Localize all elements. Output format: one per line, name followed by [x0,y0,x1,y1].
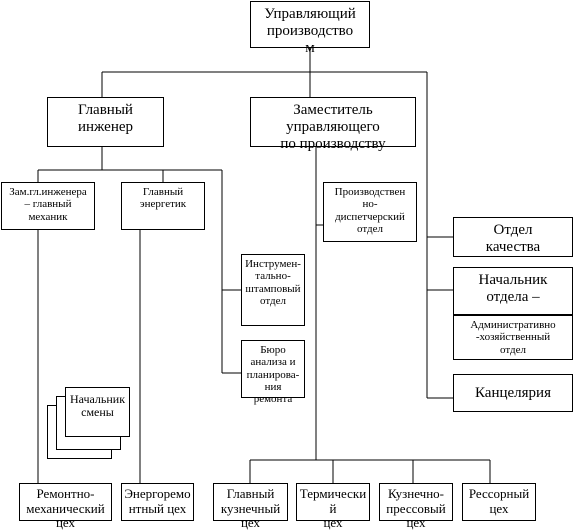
node-deputy-chief-mechanic: Зам.гл.инженера – главный механик [1,182,95,230]
node-forge-press-shop: Кузнечно- прессовый цех [379,483,453,530]
node-tool-stamping-dept: Инструмен- тально- штамповый отдел [241,254,305,326]
node-chancellery: Канцелярия [453,374,573,412]
node-production-dispatch-dept: Производствен но- диспетчерский отдел [323,182,417,242]
node-chief-engineer: Главный инженер [47,97,164,147]
node-repair-mechanical-shop: Ремонтно- механический цех [19,483,112,530]
node-repair-planning-bureau: Бюро анализа и планирова- ния ремонта [241,340,305,405]
node-admin-household-dept: Административно -хозяйственный отдел [453,315,573,360]
node-deputy-director: Заместитель управляющего по производству [250,97,416,152]
node-director: Управляющий производство м [250,1,370,56]
node-shift-head: Начальник смены [65,387,130,437]
node-quality-dept: Отдел качества [453,217,573,257]
node-thermal-shop: Термически й цех [296,483,370,530]
node-spring-shop: Рессорный цех [462,483,536,521]
node-main-forge-shop: Главный кузнечный цех [213,483,288,530]
node-admin-dept-head: Начальник отдела – [453,267,573,315]
node-chief-power-engineer: Главный энергетик [121,182,205,230]
node-energy-repair-shop: Энергоремо нтный цех [121,483,194,521]
